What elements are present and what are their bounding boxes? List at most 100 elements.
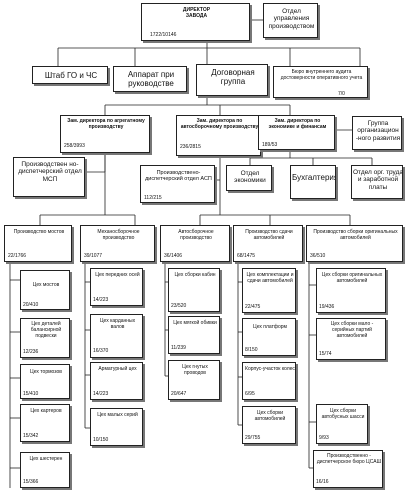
column-assembly-code: 36/1406 [164,253,183,259]
shop-name: Цех малых серий [97,412,138,418]
director-box: ДИРЕКТОР ЗАВОДА 1722/10146 [141,3,250,41]
shop-code: 22/475 [245,304,261,310]
shop-code: 29/755 [245,435,261,441]
deputy-economics-code: 189/53 [262,142,278,148]
shop-code: 10/150 [93,437,109,443]
shop-box: Цех мостов 20/410 [20,270,70,310]
org-dev-label: Группа организацион -ного развития [355,120,401,142]
shop-box: Цех комплектации и сдачи автомобилей 22/… [242,268,296,313]
apparat-box: Аппарат при руководстве [113,66,187,92]
assembly-dispatch-box: Производствено-диспетчерский отдел АСП 1… [140,165,215,203]
shop-name: Цех гнутых проводов [182,364,208,376]
shop-name: Арматурный цех [98,366,137,372]
audit-label: Бюро внутреннего аудита достоверности оп… [280,69,363,81]
shop-code: 15/342 [23,433,39,439]
dogovor-label: Договорная группа [211,68,255,87]
shop-code: 9/93 [319,435,329,441]
deputy-aggregate-box: Зам. директора по агрегатному производст… [60,115,150,153]
shop-code: 15/410 [23,391,39,397]
deputy-aggregate-title: Зам. директора по агрегатному производст… [67,118,145,130]
shop-box: Цех тормозов 15/410 [20,364,70,399]
shop-name: Цех шестерен [29,456,63,462]
labor-box: Отдел орг. труда и заработной платы [351,165,403,199]
column-mech-code: 39/1077 [84,253,103,259]
dogovor-box: Договорная группа [196,64,268,96]
column-original-title: Производство сборки оригинальных автомоб… [313,229,398,241]
shop-box: Арматурный цех 14/223 [90,362,143,400]
column-delivery-title: Производство сдачи автомобилей [245,229,293,241]
column-original-box: Производство сборки оригинальных автомоб… [306,225,403,262]
shop-box: Корпус-участок колес 6/95 [242,362,296,400]
shop-code: 23/520 [171,303,187,309]
assembly-dispatch-label: Производствено-диспетчерский отдел АСП [145,170,212,183]
shop-box: Цех гнутых проводов 20/647 [168,360,220,400]
column-mech-title: Механосборочное производство [97,229,140,241]
shop-box: Цех шестерен 15/366 [20,452,70,488]
assembly-dispatch-code: 112/215 [144,195,162,201]
column-mech-box: Механосборочное производство 39/1077 [80,225,155,262]
column-delivery-box: Производство сдачи автомобилей 68/1475 [233,225,303,262]
deputy-autoassembly-box: Зам. директора по автосборочному произво… [176,115,261,156]
aggregate-dispatch-label: Производствен но-диспетчерский отдел МСП [18,161,82,183]
shop-name: Производственно - диспетчерское бюро ЦСА… [316,453,382,465]
column-bridges-box: Производство мостов 22/1766 [4,225,72,262]
shop-name: Цех передних осей [95,272,140,278]
shop-box: Цех мягкой обивки 11/239 [168,316,220,354]
accounting-label: Бухгалтерия [292,173,336,182]
shop-code: 19/436 [319,304,335,310]
audit-code: 7/0 [338,91,345,97]
column-assembly-title: Автосборочное производство [178,229,214,241]
shop-box: Цех малых серий 10/150 [90,408,143,446]
shtab-box: Штаб ГО и ЧС [32,66,108,84]
shop-name: Цех тормозов [30,369,62,375]
shop-name: Цех мостов [32,282,60,288]
shop-box: Цех сборки оригинальных автомобилей 19/4… [316,268,386,313]
shop-box: Цех сборки мало - серийных партий автомо… [316,318,386,360]
accounting-box: Бухгалтерия [290,165,336,199]
column-delivery-code: 68/1475 [237,253,256,259]
production-mgmt-box: Отдел управления производством [263,3,318,38]
shop-name: Цех картеров [30,408,62,414]
shop-code: 16/370 [93,348,109,354]
shop-name: Цех сборки автобусных шасси [321,408,365,420]
shop-name: Цех сборки автомобилей [254,410,286,422]
deputy-aggregate-code: 258/3993 [64,143,85,149]
shop-box: Цех сборки автобусных шасси 9/93 [316,404,368,444]
shop-code: 15/366 [23,479,39,485]
shop-code: 14/223 [93,391,109,397]
shop-code: 6/95 [245,391,255,397]
shop-name: Цех карданных валов [99,318,136,330]
deputy-economics-title: Зам. директора по экономике и финансам [268,118,327,130]
shop-box: Цех картеров 15/342 [20,404,70,442]
shop-code: 11/239 [171,345,186,351]
shop-box: Цех деталей балансирной подвески 12/236 [20,318,70,358]
shop-code: 15/74 [319,351,332,357]
shop-name: Цех мягкой обивки [173,320,217,326]
shop-code: 12/236 [23,349,39,355]
org-dev-box: Группа организацион -ного развития [352,116,402,150]
shop-name: Цех комплектации и сдачи автомобилей [246,272,294,284]
shop-box: Цех сборки автомобилей 29/755 [242,406,296,444]
director-title: ДИРЕКТОР ЗАВОДА [182,7,211,19]
shop-code: 16/16 [316,479,329,485]
shop-code: 14/223 [93,297,109,303]
deputy-autoassembly-code: 236/2815 [180,144,201,150]
column-bridges-title: Производство мостов [13,229,65,235]
shop-code: 8/150 [245,347,258,353]
shop-name: Цех сборки кабин [174,272,216,278]
audit-box: Бюро внутреннего аудита достоверности оп… [273,66,368,98]
shop-name: Корпус-участок колес [245,366,295,372]
aggregate-dispatch-box: Производствен но-диспетчерский отдел МСП [13,157,85,197]
shtab-label: Штаб ГО и ЧС [44,71,98,80]
shop-box: Цех платформ 8/150 [242,318,296,356]
shop-box: Цех сборки кабин 23/520 [168,268,220,312]
director-code: 1722/10146 [150,32,177,38]
shop-box: Производственно - диспетчерское бюро ЦСА… [313,450,383,488]
shop-box: Цех передних осей 14/223 [90,268,143,306]
econ-dept-box: Отдел экономики [226,165,272,191]
shop-box: Цех карданных валов 16/370 [90,314,143,358]
column-assembly-box: Автосборочное производство 36/1406 [160,225,230,262]
shop-code: 20/410 [23,302,39,308]
column-bridges-code: 22/1766 [8,253,27,259]
